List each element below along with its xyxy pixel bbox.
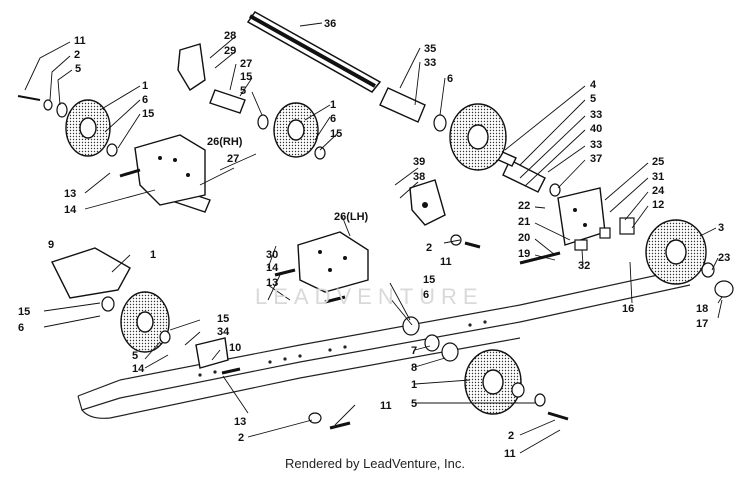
callout-39: 39 — [413, 156, 425, 168]
callout-13: 13 — [64, 188, 76, 200]
idler-wheels — [65, 99, 707, 415]
leader-lines — [24, 22, 723, 454]
callout-10: 10 — [229, 342, 241, 354]
callout-33: 33 — [424, 57, 436, 69]
callout-5e: 5 — [590, 93, 596, 105]
callout-13c: 13 — [234, 416, 246, 428]
callout-1d: 1 — [411, 379, 417, 391]
callout-labels: 11 2 5 1 6 15 13 14 9 15 6 5 14 1 15 34 … — [18, 18, 730, 460]
callout-14: 14 — [64, 204, 77, 216]
cross-shaft — [246, 11, 382, 93]
callout-11: 11 — [74, 35, 86, 47]
bracket-holes — [158, 156, 587, 272]
callout-40: 40 — [590, 123, 602, 135]
callout-17: 17 — [696, 318, 708, 330]
callout-28: 28 — [224, 30, 236, 42]
callout-2c: 2 — [238, 432, 244, 444]
callout-34: 34 — [217, 326, 230, 338]
callout-15f: 15 — [423, 274, 435, 286]
callout-2: 2 — [74, 49, 80, 61]
callout-6e: 6 — [423, 289, 429, 301]
callout-32: 32 — [578, 260, 590, 272]
callout-3: 3 — [718, 222, 724, 234]
callout-35: 35 — [424, 43, 436, 55]
callout-5: 5 — [75, 63, 81, 75]
callout-29: 29 — [224, 45, 236, 57]
callout-33c: 33 — [590, 139, 602, 151]
callout-25: 25 — [652, 156, 664, 168]
brackets — [51, 43, 606, 369]
callout-24: 24 — [652, 185, 665, 197]
callout-33b: 33 — [590, 109, 602, 121]
callout-7: 7 — [411, 345, 417, 357]
callout-15b: 15 — [18, 306, 30, 318]
callout-2b: 2 — [426, 242, 432, 254]
callout-13b: 13 — [266, 277, 278, 289]
callout-5c: 5 — [240, 85, 246, 97]
callout-5d: 5 — [411, 398, 417, 410]
rail-holes — [198, 320, 487, 377]
callout-18: 18 — [696, 303, 708, 315]
callout-37: 37 — [590, 153, 602, 165]
callout-30: 30 — [266, 249, 278, 261]
callout-1: 1 — [142, 80, 148, 92]
callout-20: 20 — [518, 232, 530, 244]
callout-26rh: 26(RH) — [207, 136, 243, 148]
callout-26lh: 26(LH) — [334, 211, 369, 223]
callout-14c: 14 — [266, 262, 279, 274]
callout-15c: 15 — [217, 313, 229, 325]
callout-2d: 2 — [508, 430, 514, 442]
callout-15: 15 — [142, 108, 154, 120]
callout-23: 23 — [718, 252, 730, 264]
callout-12: 12 — [652, 199, 664, 211]
callout-14b: 14 — [132, 363, 145, 375]
callout-6: 6 — [142, 94, 148, 106]
callout-16: 16 — [622, 303, 634, 315]
callout-27: 27 — [240, 58, 252, 70]
callout-1c: 1 — [330, 99, 336, 111]
watermark: LEADVENTURE — [255, 284, 484, 309]
callout-15e: 15 — [330, 128, 342, 140]
callout-21: 21 — [518, 216, 530, 228]
callout-9: 9 — [48, 239, 54, 251]
callout-11c: 11 — [380, 400, 392, 412]
callout-36: 36 — [324, 18, 336, 30]
callout-15d: 15 — [240, 71, 252, 83]
callout-1b: 1 — [150, 249, 156, 261]
callout-27b: 27 — [227, 153, 239, 165]
callout-11d: 11 — [504, 448, 516, 460]
callout-19: 19 — [518, 248, 530, 260]
callout-31: 31 — [652, 171, 664, 183]
callout-5b: 5 — [132, 350, 138, 362]
callout-38: 38 — [413, 171, 425, 183]
callout-4: 4 — [590, 79, 597, 91]
callout-22: 22 — [518, 200, 530, 212]
callout-6c: 6 — [447, 73, 453, 85]
callout-11b: 11 — [440, 256, 452, 268]
callout-8: 8 — [411, 362, 417, 374]
credit-line: Rendered by LeadVenture, Inc. — [285, 456, 465, 471]
callout-6d: 6 — [330, 113, 336, 125]
callout-6b: 6 — [18, 322, 24, 334]
hardware — [17, 95, 734, 430]
